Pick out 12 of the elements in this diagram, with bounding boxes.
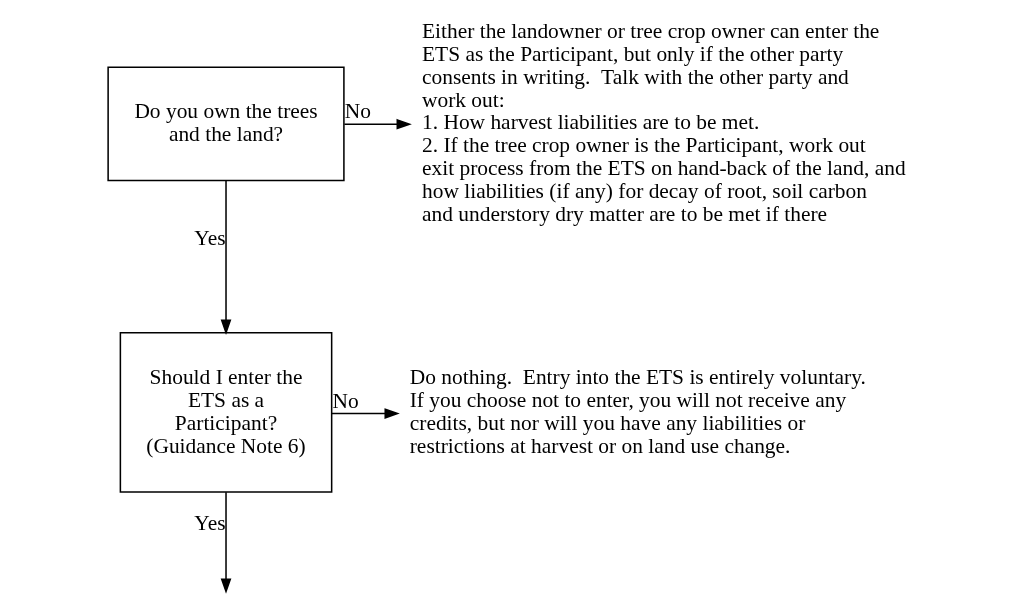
edge-label: Yes: [194, 510, 226, 535]
node-text: Do nothing. Entry into the ETS is entirely voluntary. If you choose not to enter, you will not receive any credits, but nor will you have any liabilities or restrictions at harvest or on land use change.: [409, 364, 866, 458]
arrow: [220, 491, 232, 594]
node-box: Should I enter the ETS as a Participant? (Guidance Note 6): [119, 332, 333, 493]
edge-label: No: [332, 388, 359, 413]
edge-label: No: [344, 99, 371, 124]
node-box: Do you own the trees and the land?: [107, 66, 345, 182]
arrow: [343, 118, 412, 130]
arrow: [331, 408, 400, 419]
edge-label: Yes: [194, 225, 226, 250]
arrow: [220, 180, 232, 335]
node-text: Either the landowner or tree crop owner can enter the ETS as the Participant, but only if the other party consents in writing. Talk with the other party and work out: 1. How harvest liabilities are to be met. 2. If the tree crop owner is the Participant, work out exit process from the ETS on hand-back of the land, and how liabilities (if any) for decay of root, soil carbon and understory dry matter are to be met if there: [421, 18, 906, 227]
